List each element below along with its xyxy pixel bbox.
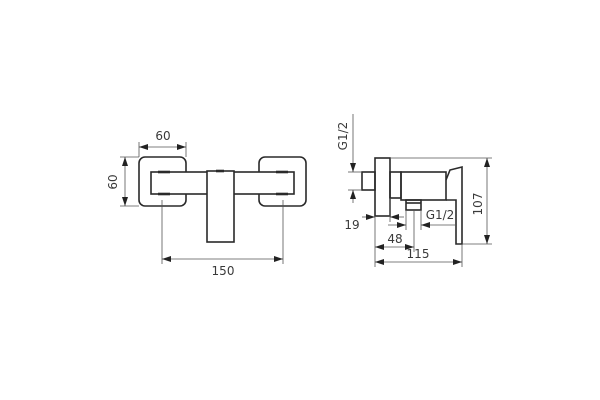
dim-inlet-thread: G1/2 <box>336 114 362 203</box>
dim-label-outlet-thread: G1/2 <box>426 208 455 222</box>
dim-label-inlet-thread: G1/2 <box>336 122 350 151</box>
side-view: G1/2 107 19 G1/ <box>336 114 492 267</box>
dim-label-total-height: 107 <box>471 193 485 216</box>
dim-total-depth: 115 <box>375 244 463 267</box>
dim-label-outlet-offset: 48 <box>387 232 402 246</box>
lever-handle <box>445 165 463 245</box>
dim-wall-flange-depth: 19 <box>344 198 404 267</box>
dim-total-height: 107 <box>390 157 492 245</box>
front-view: 60 60 150 <box>106 129 307 278</box>
dim-label-flange-width: 60 <box>155 129 170 143</box>
inlet-stub <box>361 171 376 191</box>
dim-flange-width: 60 <box>138 129 187 157</box>
mixer-body <box>400 171 447 201</box>
dim-label-wall-flange-depth: 19 <box>344 218 359 232</box>
dim-label-total-depth: 115 <box>407 247 430 261</box>
outlet <box>405 199 422 211</box>
connector <box>389 171 402 199</box>
dim-label-center-distance: 150 <box>212 264 235 278</box>
dim-center-distance: 150 <box>161 200 284 278</box>
dim-label-flange-height: 60 <box>106 174 120 189</box>
center-body <box>206 170 235 243</box>
dim-outlet-offset: 48 <box>375 210 415 252</box>
dim-outlet-thread: G1/2 <box>388 208 456 230</box>
wall-flange <box>374 157 391 217</box>
dim-flange-height: 60 <box>106 156 139 207</box>
